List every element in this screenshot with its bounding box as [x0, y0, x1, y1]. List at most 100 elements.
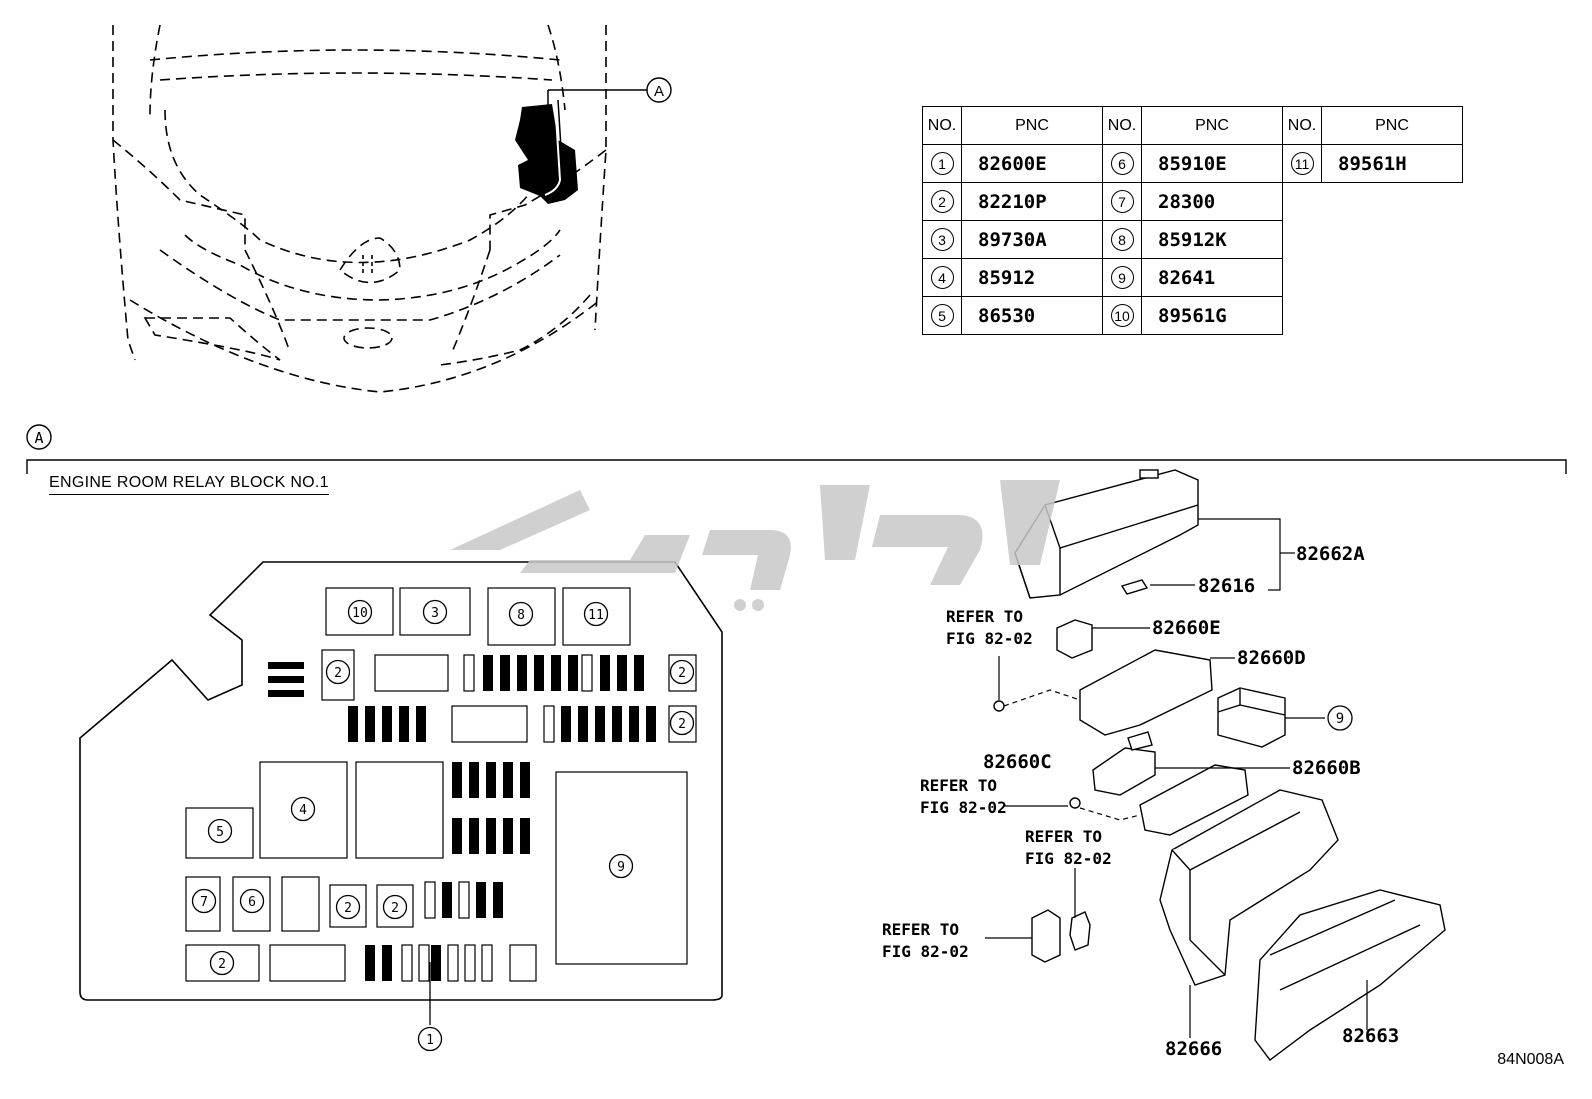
callout-2: 2: [678, 717, 686, 732]
exploded-leaders: [985, 518, 1368, 1038]
item-number-cell: 7: [1102, 182, 1142, 221]
item-number-cell: 9: [1102, 258, 1142, 297]
table-row: 3 89730A 8 85912K: [922, 220, 1463, 259]
callout-5: 5: [216, 825, 224, 840]
part-label-82660C: 82660C: [983, 751, 1052, 773]
part-label-82616: 82616: [1198, 575, 1255, 597]
item-number: 7: [1110, 190, 1134, 213]
callout-11: 11: [588, 608, 604, 623]
empty-cell: [1283, 221, 1322, 259]
item-number: 1: [930, 152, 954, 175]
callout-4: 4: [299, 803, 307, 818]
pnc-cell: 85910E: [1141, 144, 1283, 183]
item-number-cell: 1: [922, 144, 962, 183]
section-a-marker: A: [26, 424, 52, 450]
pnc-cell: 89561H: [1321, 144, 1463, 183]
item-number-cell: 3: [922, 220, 962, 259]
pnc-cell: 82600E: [961, 144, 1103, 183]
col-header-no: NO.: [922, 106, 962, 145]
part-label-82660D: 82660D: [1237, 647, 1306, 669]
callout-1: 1: [426, 1033, 434, 1048]
vehicle-front-view: [112, 24, 607, 393]
pnc-cell: 85912: [961, 258, 1103, 297]
item-number-cell: 8: [1102, 220, 1142, 259]
section-title: ENGINE ROOM RELAY BLOCK NO.1: [49, 474, 329, 495]
col-header-pnc: PNC: [961, 106, 1103, 145]
callout-2: 2: [218, 957, 226, 972]
pnc-cell: 85912K: [1141, 220, 1283, 259]
fuse-bars: [268, 655, 656, 981]
figure-code: 84N008A: [1497, 1051, 1564, 1068]
callout-7: 7: [200, 895, 208, 910]
item-number: 3: [930, 228, 954, 251]
refer-note-1-line2: FIG 82-02: [946, 629, 1033, 648]
callout-a: A: [646, 77, 672, 103]
exploded-part-labels: 82662A 82616 82660E 82660D 82660C 82660B…: [983, 543, 1399, 1060]
section-a-letter: A: [34, 429, 43, 447]
pnc-table-header-row: NO. PNC NO. PNC NO. PNC: [922, 106, 1463, 145]
part-label-82666: 82666: [1165, 1038, 1222, 1060]
callout-a-letter: A: [654, 83, 664, 100]
refer-note-3-line1: REFER TO: [1025, 827, 1102, 846]
empty-cell: [1322, 183, 1463, 221]
item-number: 2: [930, 190, 954, 213]
refer-note-3-line2: FIG 82-02: [1025, 849, 1112, 868]
refer-note-2-line2: FIG 82-02: [920, 798, 1007, 817]
callout-9: 9: [617, 860, 625, 875]
item-number-cell: 6: [1102, 144, 1142, 183]
col-header-no: NO.: [1282, 106, 1322, 145]
pnc-cell: 89730A: [961, 220, 1103, 259]
part-label-82660B: 82660B: [1292, 757, 1361, 779]
item-number: 6: [1110, 152, 1134, 175]
part-label-82662A: 82662A: [1296, 543, 1365, 565]
pnc-cell: 28300: [1141, 182, 1283, 221]
relay-block-callout-numbers: 10 3 8 11 2 2 2 4 5 9 7 6 2 2 2 1: [200, 606, 686, 1048]
empty-cell: [1322, 221, 1463, 259]
relay-block-outline: [79, 561, 723, 1001]
empty-cell: [1322, 259, 1463, 297]
item-number-cell: 10: [1102, 296, 1142, 335]
callout-2: 2: [678, 666, 686, 681]
item-number: 8: [1110, 228, 1134, 251]
exploded-circle-9: 9: [1327, 705, 1353, 731]
empty-cell: [1283, 259, 1322, 297]
relay-block-callouts: [191, 599, 695, 1052]
pnc-cell: 82210P: [961, 182, 1103, 221]
exploded-view: [993, 469, 1446, 1061]
item-number-cell: 11: [1282, 144, 1322, 183]
table-row: 2 82210P 7 28300: [922, 182, 1463, 221]
empty-cell: [1283, 183, 1322, 221]
refer-note-4-line1: REFER TO: [882, 920, 959, 939]
relay-block-components: [185, 587, 697, 982]
refer-notes: REFER TO FIG 82-02 REFER TO FIG 82-02 RE…: [882, 607, 1112, 961]
callout-9-exploded: 9: [1336, 711, 1344, 727]
callout-10: 10: [352, 606, 368, 621]
col-header-pnc: PNC: [1141, 106, 1283, 145]
refer-note-2-line1: REFER TO: [920, 776, 997, 795]
item-number-cell: 4: [922, 258, 962, 297]
empty-cell: [1283, 297, 1322, 335]
part-label-82663: 82663: [1342, 1025, 1399, 1047]
callout-2: 2: [334, 666, 342, 681]
item-number: 5: [930, 304, 954, 327]
refer-note-4-line2: FIG 82-02: [882, 942, 969, 961]
col-header-pnc: PNC: [1321, 106, 1463, 145]
item-number: 10: [1110, 304, 1134, 327]
relay-block-location: [515, 89, 648, 204]
empty-cell: [1322, 297, 1463, 335]
section-bracket: [26, 459, 1567, 474]
callout-2: 2: [391, 901, 399, 916]
pnc-cell: 89561G: [1141, 296, 1283, 335]
refer-note-1-line1: REFER TO: [946, 607, 1023, 626]
part-label-82660E: 82660E: [1152, 617, 1221, 639]
item-number: 4: [930, 266, 954, 289]
callout-2: 2: [344, 901, 352, 916]
item-number: 9: [1110, 266, 1134, 289]
callout-3: 3: [431, 606, 439, 621]
